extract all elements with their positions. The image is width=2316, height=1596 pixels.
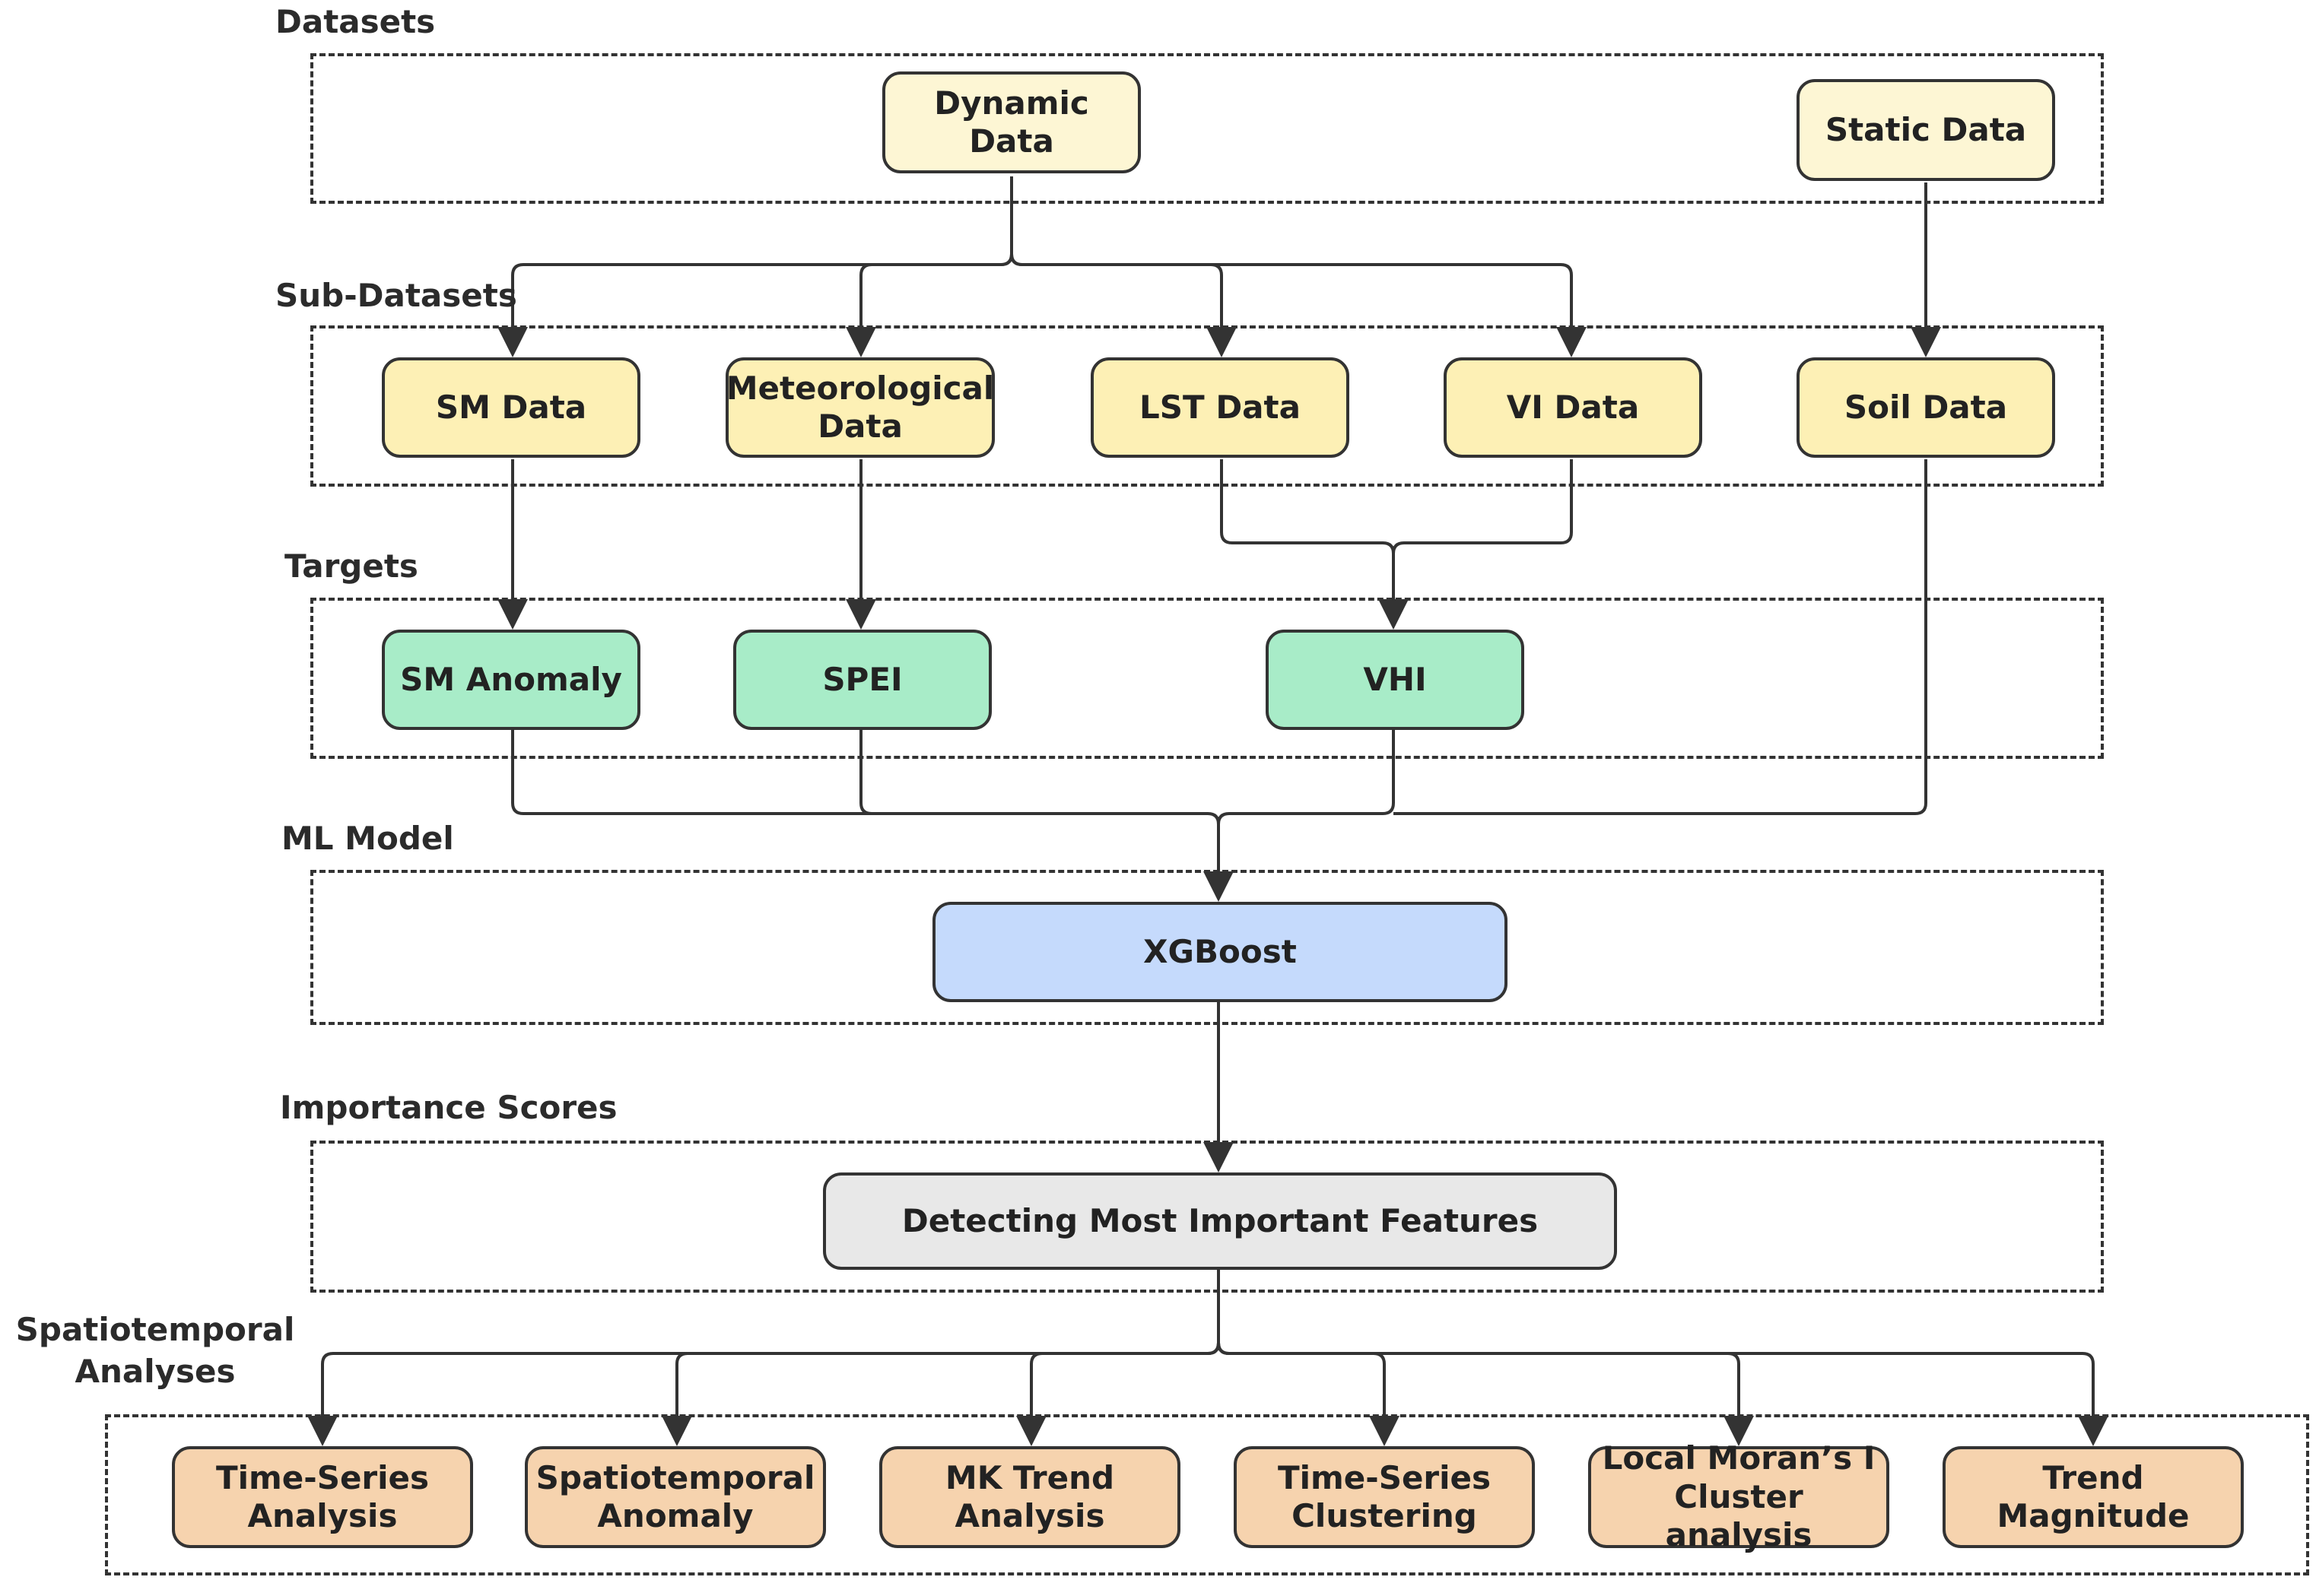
region-datasets [310, 53, 2104, 204]
node-spatiotemporal-anomaly: Spatiotemporal Anomaly [525, 1446, 826, 1548]
section-label-spatiotemporal-analyses: Spatiotemporal Analyses [11, 1309, 300, 1392]
connector-vhi-to-xgboost [1217, 728, 1395, 825]
node-sm-data: SM Data [382, 357, 640, 458]
section-label-ml-model: ML Model [281, 820, 454, 857]
node-trend-magnitude: Trend Magnitude [1943, 1446, 2244, 1548]
region-ml-model [310, 870, 2104, 1025]
region-importance-scores [310, 1141, 2104, 1293]
connector-dynamic-to-meteorological [846, 253, 1013, 357]
node-soil-data: Soil Data [1797, 357, 2055, 458]
node-lst-data: LST Data [1091, 357, 1349, 458]
node-meteorological-data: Meteorological Data [726, 357, 995, 458]
section-label-datasets: Datasets [275, 3, 436, 40]
node-time-series-clustering: Time-Series Clustering [1234, 1446, 1535, 1548]
node-detecting-features: Detecting Most Important Features [823, 1172, 1617, 1270]
connector-spei-to-xgboost [859, 728, 1208, 815]
node-spei: SPEI [733, 630, 992, 730]
section-label-importance-scores: Importance Scores [280, 1089, 618, 1126]
connector-soil-to-xgboost [1393, 459, 1927, 815]
connector-vi-to-vhi [1392, 459, 1573, 554]
section-label-spatiotemporal-line1: Spatiotemporal [15, 1311, 295, 1348]
section-label-spatiotemporal-line2: Analyses [75, 1352, 236, 1390]
connector-importance-to-mk-trend [1016, 1342, 1220, 1446]
section-label-targets: Targets [284, 547, 418, 585]
node-time-series-analysis: Time-Series Analysis [172, 1446, 473, 1548]
node-vi-data: VI Data [1444, 357, 1702, 458]
node-dynamic-data: Dynamic Data [882, 71, 1141, 173]
node-mk-trend-analysis: MK Trend Analysis [879, 1446, 1180, 1548]
region-targets [310, 598, 2104, 759]
connector-importance-to-trend-magnitude [1217, 1342, 2108, 1446]
node-local-morans-i: Local Moran’s I Cluster analysis [1588, 1439, 1889, 1553]
node-sm-anomaly: SM Anomaly [382, 630, 640, 730]
node-vhi: VHI [1266, 630, 1524, 730]
region-spatiotemporal-analyses [105, 1414, 2309, 1575]
section-label-sub-datasets: Sub-Datasets [275, 277, 517, 314]
node-xgboost: XGBoost [932, 902, 1507, 1002]
node-static-data: Static Data [1797, 79, 2055, 181]
connector-dynamic-to-vi [1010, 253, 1587, 357]
region-sub-datasets [310, 325, 2104, 487]
